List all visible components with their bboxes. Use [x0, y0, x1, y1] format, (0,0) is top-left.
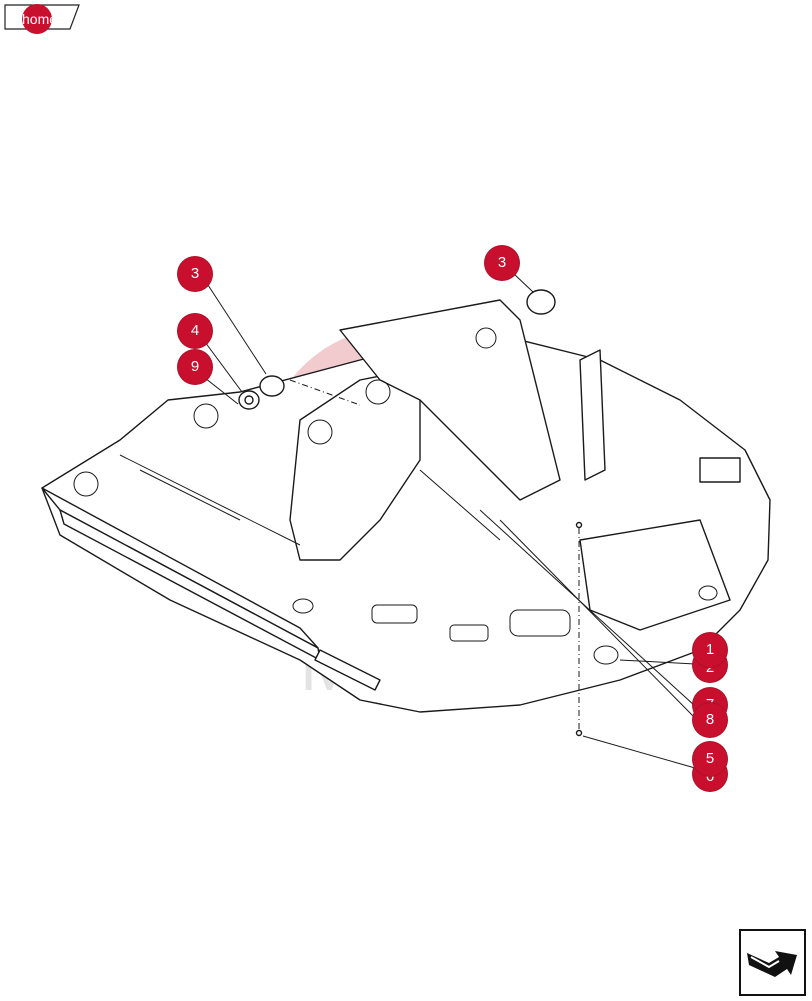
- bushing-left: [259, 375, 285, 397]
- rear-boss: [699, 457, 741, 483]
- next-page-button[interactable]: [739, 929, 806, 996]
- bushings: [238, 289, 583, 737]
- callout-part-1[interactable]: 1: [693, 633, 727, 667]
- home-tab[interactable]: home: [4, 4, 80, 34]
- right-post: [579, 349, 606, 481]
- callout-part-5[interactable]: 5: [693, 742, 727, 776]
- bolt-head: [575, 521, 583, 529]
- front-plate: [314, 649, 381, 691]
- callout-part-9[interactable]: 9: [178, 350, 212, 384]
- arrow-right-icon: [739, 929, 806, 996]
- bushing-upper: [526, 289, 556, 315]
- callout-part-3-top[interactable]: 3: [485, 246, 519, 280]
- bolt-tail: [575, 729, 583, 737]
- callout-part-4[interactable]: 4: [178, 314, 212, 348]
- frame-details: [73, 327, 718, 665]
- callout-part-3-left[interactable]: 3: [178, 257, 212, 291]
- leader-lines: [204, 272, 696, 769]
- upper-frame: [41, 299, 771, 713]
- engine-mount: [579, 519, 731, 631]
- center-mast: [339, 299, 561, 501]
- callout-part-8[interactable]: 8: [693, 703, 727, 737]
- home-label: home: [22, 4, 52, 34]
